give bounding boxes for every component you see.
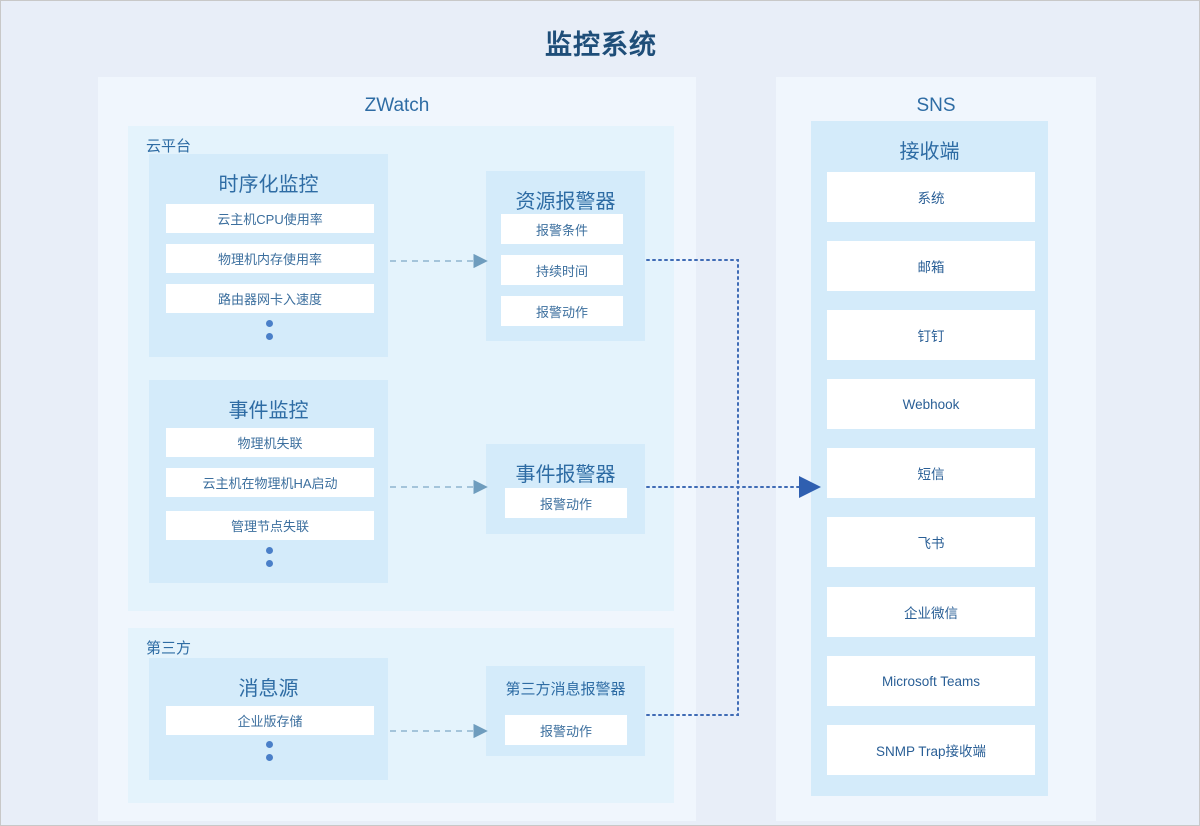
- timeseries-item[interactable]: 路由器网卡入速度: [166, 284, 374, 313]
- timeseries-item[interactable]: 物理机内存使用率: [166, 244, 374, 273]
- event-monitor-item[interactable]: 云主机在物理机HA启动: [166, 468, 374, 497]
- zwatch-title: ZWatch: [364, 95, 430, 116]
- receiver-item-email[interactable]: 邮箱: [827, 241, 1035, 291]
- event-monitor-item[interactable]: 管理节点失联: [166, 511, 374, 540]
- receiver-item-wecom[interactable]: 企业微信: [827, 587, 1035, 637]
- event-monitor-title: 事件监控: [228, 400, 309, 422]
- event-monitor-item[interactable]: 物理机失联: [166, 428, 374, 457]
- third-party-label: 第三方: [146, 640, 192, 657]
- message-source-item[interactable]: 企业版存储: [166, 706, 374, 735]
- timeseries-monitor-title: 时序化监控: [218, 174, 319, 196]
- timeseries-ellipsis-icon: [266, 320, 274, 346]
- resource-alarm-item[interactable]: 报警动作: [501, 296, 623, 326]
- receiver-item-system[interactable]: 系统: [827, 172, 1035, 222]
- resource-alarm-item[interactable]: 持续时间: [501, 255, 623, 285]
- sns-title: SNS: [916, 95, 956, 116]
- receiver-item-snmp-trap[interactable]: SNMP Trap接收端: [827, 725, 1035, 775]
- third-party-alarm-title: 第三方消息报警器: [505, 681, 626, 698]
- message-source-title: 消息源: [238, 678, 299, 700]
- event-monitor-ellipsis-icon: [266, 547, 274, 573]
- event-alarm-item[interactable]: 报警动作: [505, 488, 627, 518]
- third-party-alarm-item[interactable]: 报警动作: [505, 715, 627, 745]
- receiver-item-webhook[interactable]: Webhook: [827, 379, 1035, 429]
- receiver-item-feishu[interactable]: 飞书: [827, 517, 1035, 567]
- resource-alarm-title: 资源报警器: [515, 191, 616, 213]
- timeseries-item[interactable]: 云主机CPU使用率: [166, 204, 374, 233]
- cloud-platform-label: 云平台: [146, 138, 192, 155]
- event-alarm-title: 事件报警器: [515, 464, 616, 486]
- resource-alarm-item[interactable]: 报警条件: [501, 214, 623, 244]
- receiver-item-teams[interactable]: Microsoft Teams: [827, 656, 1035, 706]
- message-source-ellipsis-icon: [266, 741, 274, 767]
- receiver-item-sms[interactable]: 短信: [827, 448, 1035, 498]
- receiver-title: 接收端: [899, 141, 960, 163]
- receiver-item-dingtalk[interactable]: 钉钉: [827, 310, 1035, 360]
- page-title: 监控系统: [545, 30, 657, 60]
